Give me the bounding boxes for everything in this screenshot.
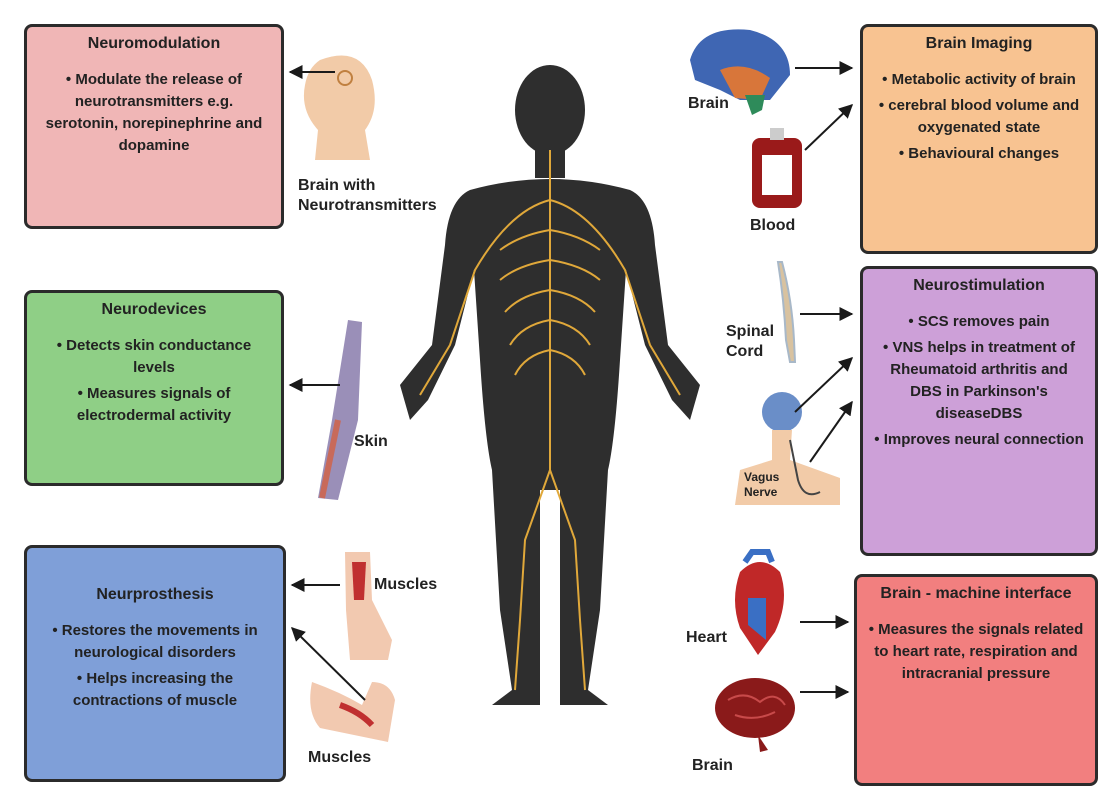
skin-arm-illustration bbox=[318, 320, 362, 500]
neuromodulation-title: Neuromodulation bbox=[37, 35, 271, 53]
neurostimulation-box: Neurostimulation SCS removes pain VNS he… bbox=[860, 266, 1098, 556]
blood-bag-illustration bbox=[752, 128, 802, 208]
muscle-leg-illustration bbox=[345, 552, 392, 660]
label-spinal-cord: Spinal Cord bbox=[726, 322, 774, 362]
neurodevices-box: Neurodevices Detects skin conductance le… bbox=[24, 290, 284, 486]
label-brain-bottom: Brain bbox=[692, 756, 733, 776]
brain-imaging-bullet: Metabolic activity of brain bbox=[873, 69, 1085, 91]
label-brain-with-neurotransmitters: Brain with Neurotransmitters bbox=[298, 176, 437, 216]
label-heart: Heart bbox=[686, 628, 727, 648]
neurprosthesis-title: Neurprosthesis bbox=[37, 586, 273, 604]
label-brain-top: Brain bbox=[688, 94, 729, 114]
brain-imaging-bullet: cerebral blood volume and oxygenated sta… bbox=[873, 95, 1085, 139]
brain-machine-interface-box: Brain - machine interface Measures the s… bbox=[854, 574, 1098, 786]
spinal-cord-illustration bbox=[778, 262, 795, 362]
neurodevices-title: Neurodevices bbox=[37, 301, 271, 319]
neurostimulation-bullet: SCS removes pain bbox=[873, 311, 1085, 333]
label-vagus-nerve: Vagus Nerve bbox=[744, 470, 779, 500]
label-blood: Blood bbox=[750, 216, 795, 236]
label-muscles-top: Muscles bbox=[374, 575, 437, 595]
brain-imaging-box: Brain Imaging Metabolic activity of brai… bbox=[860, 24, 1098, 254]
heart-illustration bbox=[735, 552, 784, 655]
neuromodulation-box: Neuromodulation Modulate the release of … bbox=[24, 24, 284, 229]
brain-imaging-bullet: Behavioural changes bbox=[873, 143, 1085, 165]
bmi-title: Brain - machine interface bbox=[867, 585, 1085, 603]
label-muscles-bottom: Muscles bbox=[308, 748, 371, 768]
neurostimulation-title: Neurostimulation bbox=[873, 277, 1085, 295]
bmi-bullet: Measures the signals related to heart ra… bbox=[867, 619, 1085, 685]
neurostimulation-bullet: Improves neural connection bbox=[873, 429, 1085, 451]
neurodevices-bullet: Measures signals of electrodermal activi… bbox=[37, 383, 271, 427]
neurprosthesis-bullet: Restores the movements in neurological d… bbox=[37, 620, 273, 664]
arrow-vagus-to-stimulation-1 bbox=[795, 358, 852, 412]
brain-imaging-title: Brain Imaging bbox=[873, 35, 1085, 53]
brain-lateral-illustration bbox=[715, 678, 795, 752]
muscle-arm-illustration bbox=[310, 682, 395, 742]
neurostimulation-bullet: VNS helps in treatment of Rheumatoid art… bbox=[873, 337, 1085, 425]
neurprosthesis-box: Neurprosthesis Restores the movements in… bbox=[24, 545, 286, 782]
neurodevices-bullet: Detects skin conductance levels bbox=[37, 335, 271, 379]
neuromodulation-bullet: Modulate the release of neurotransmitter… bbox=[37, 69, 271, 157]
arrow-vagus-to-stimulation-2 bbox=[810, 402, 852, 462]
neurprosthesis-bullet: Helps increasing the contractions of mus… bbox=[37, 668, 273, 712]
arrow-blood-to-imaging bbox=[805, 105, 852, 150]
label-skin: Skin bbox=[354, 432, 388, 452]
